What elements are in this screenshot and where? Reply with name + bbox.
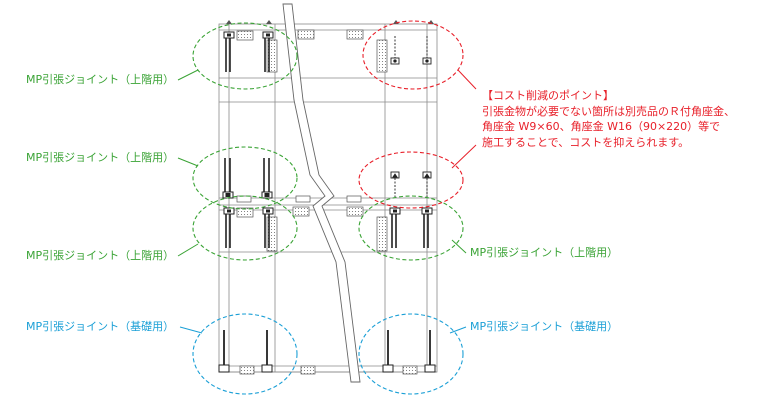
- label-upper-joint-4: MP引張ジョイント（上階用）: [470, 246, 619, 259]
- hatched-blocks: [236, 29, 418, 375]
- label-upper-joint-3: MP引張ジョイント（上階用）: [26, 249, 175, 262]
- break-line: [282, 3, 361, 383]
- washers-mid-right: [390, 171, 432, 197]
- note-title: 【コスト削減のポイント】: [482, 89, 614, 102]
- blue-highlight-ellipses: [192, 313, 464, 395]
- label-foundation-joint-1: MP引張ジョイント（基礎用）: [26, 320, 175, 333]
- leader-lines: [177, 69, 477, 334]
- label-upper-joint-1: MP引張ジョイント（上階用）: [26, 73, 175, 86]
- joints-foundation: [218, 330, 436, 373]
- cost-reduction-note: 【コスト削減のポイント】 引張金物が必要でない箇所は別売品のＲ付角座金、 角座金…: [482, 88, 735, 150]
- red-highlight-ellipses: [358, 20, 464, 209]
- note-line-3: 施工することで、コストを抑えられます。: [482, 135, 690, 149]
- joints-mid-upper: [222, 158, 273, 199]
- label-foundation-joint-2: MP引張ジョイント（基礎用）: [470, 320, 619, 333]
- mid-small-squares: [236, 195, 362, 203]
- note-line-2: 角座金 W9×60、角座金 W16（90×220）等で: [482, 120, 721, 133]
- building-frame: [218, 23, 438, 373]
- green-highlight-ellipses: [192, 22, 464, 261]
- note-line-1: 引張金物が必要でない箇所は別売品のＲ付角座金、: [482, 104, 735, 118]
- label-upper-joint-2: MP引張ジョイント（上階用）: [26, 151, 175, 164]
- washers-top-right: [390, 36, 432, 65]
